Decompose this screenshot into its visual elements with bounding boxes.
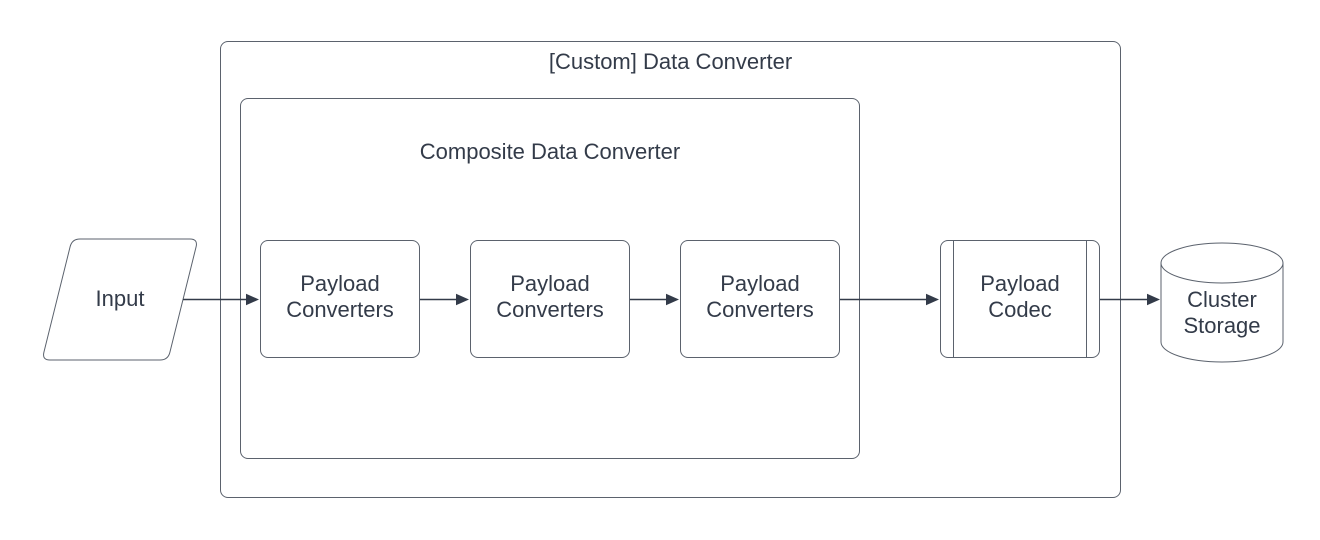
custom-data-converter-title: [Custom] Data Converter: [548, 49, 793, 74]
payload-converters-label-2: Payload Converters: [496, 271, 604, 322]
payload-converters-label-3: Payload Converters: [706, 271, 814, 322]
payload-codec-label: Payload Codec: [980, 271, 1060, 322]
input-parallelogram-shape: [43, 238, 197, 361]
payload-converters-box-1: Payload Converters: [260, 240, 420, 358]
cluster-storage-label: Cluster Storage: [1183, 286, 1261, 338]
composite-data-converter-container: [240, 98, 860, 459]
cluster-storage-cylinder-shape: [1160, 242, 1284, 363]
custom-data-converter-container: [220, 41, 1121, 498]
payload-converters-label-1: Payload Converters: [286, 271, 394, 322]
input-label: Input: [95, 286, 145, 311]
payload-converters-box-3: Payload Converters: [680, 240, 840, 358]
composite-data-converter-title: Composite Data Converter: [419, 139, 681, 164]
payload-codec-box: Payload Codec: [940, 240, 1100, 358]
payload-converters-box-2: Payload Converters: [470, 240, 630, 358]
